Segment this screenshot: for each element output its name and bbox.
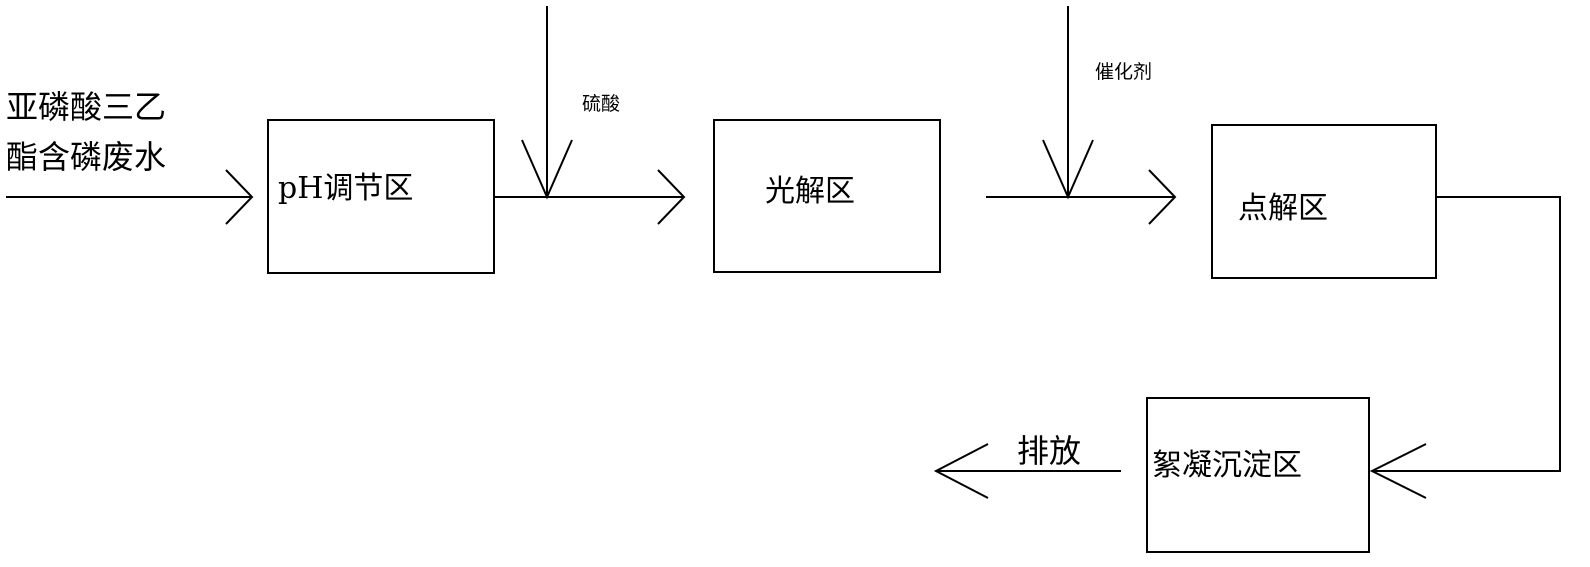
photolysis-box [713, 119, 941, 273]
catalyst-label: 催化剂 [1095, 61, 1152, 83]
inlet-arrow [6, 169, 254, 225]
electrolysis-label: 点解区 [1238, 191, 1328, 226]
input-label-line1: 亚磷酸三乙 [6, 88, 166, 126]
connector-ph-to-photolysis [494, 169, 686, 225]
flocculation-label: 絮凝沉淀区 [1152, 448, 1302, 483]
discharge-label: 排放 [1017, 432, 1081, 470]
ph-adjust-box [267, 119, 495, 274]
photolysis-label: 光解区 [765, 174, 855, 209]
electrolysis-box [1211, 124, 1437, 279]
flocculation-box [1146, 397, 1370, 553]
connector-electrolysis-to-flocculation [1369, 196, 1561, 499]
connector-photolysis-to-electrolysis [986, 169, 1177, 225]
acid-dosing-arrow [521, 6, 573, 200]
ph-adjust-label: pH调节区 [278, 171, 413, 206]
discharge-arrow [933, 443, 1121, 499]
acid-label: 硫酸 [582, 93, 620, 115]
input-label-line2: 酯含磷废水 [6, 138, 166, 176]
catalyst-dosing-arrow [1042, 6, 1094, 200]
